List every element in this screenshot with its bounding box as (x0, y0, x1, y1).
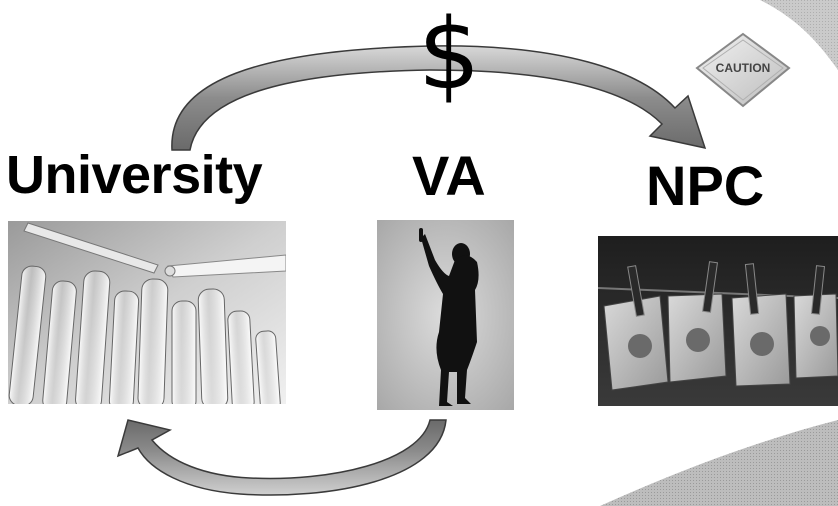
caution-sign: CAUTION (693, 30, 793, 110)
corner-swoosh-top (760, 0, 838, 70)
node-label-npc: NPC (646, 154, 765, 217)
caution-diamond-icon (695, 32, 791, 108)
woman-silhouette-photo (377, 220, 514, 410)
dollar-sign: $ (418, 0, 481, 112)
test-tubes-photo (8, 221, 286, 404)
caution-text: CAUTION (715, 61, 771, 75)
money-on-clothesline-photo (598, 236, 838, 406)
node-label-va: VA (412, 144, 486, 207)
corner-swoosh-bottom (600, 420, 838, 506)
node-label-university: University (6, 145, 263, 205)
